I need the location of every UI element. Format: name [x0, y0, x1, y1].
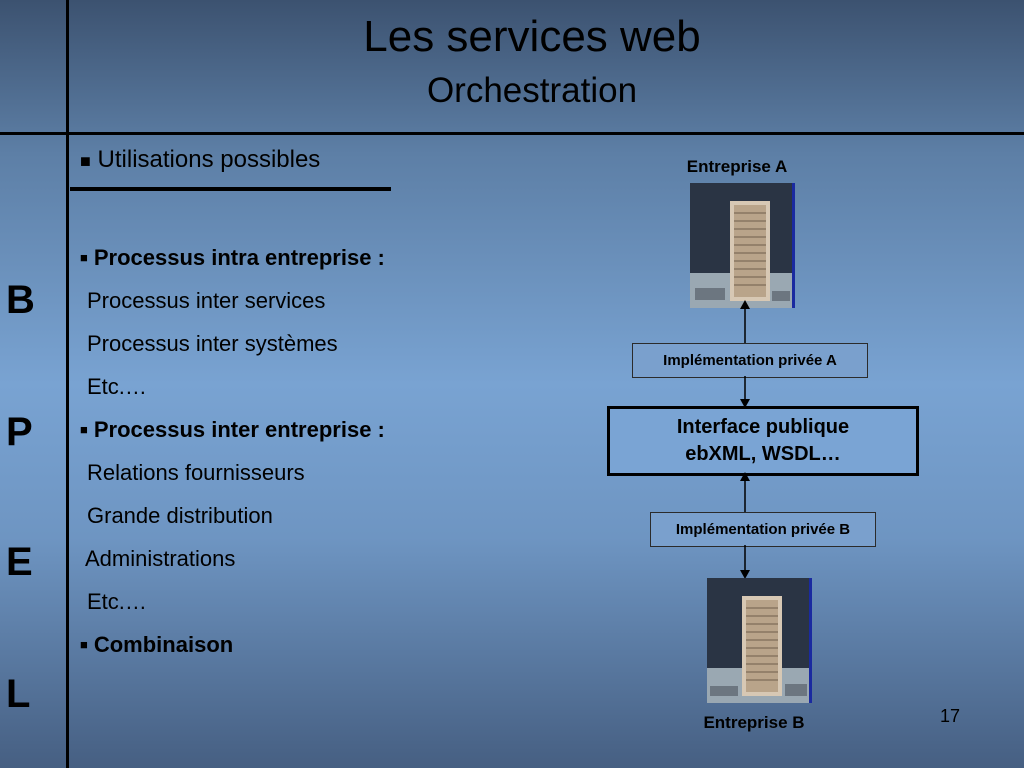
building-icon	[690, 183, 792, 308]
list-item: Grande distribution	[87, 503, 273, 528]
list-heading-intra: ■ Processus intra entreprise :	[80, 245, 385, 271]
side-letter-l: L	[6, 672, 31, 716]
list-heading-inter-label: Processus inter entreprise :	[93, 417, 385, 442]
building-a-image	[690, 183, 795, 308]
list-heading-combo: ■ Combinaison	[80, 632, 233, 658]
company-a-label: Entreprise A	[686, 157, 788, 176]
heading-underline	[70, 187, 391, 191]
small-square-bullet-icon: ■	[80, 422, 88, 437]
arrow-connector	[740, 376, 750, 408]
side-letter-e: E	[6, 540, 33, 584]
impl-b-box: Implémentation privée B	[650, 512, 876, 547]
square-bullet-icon: ■	[80, 151, 91, 171]
section-heading: ■ Utilisations possibles	[80, 146, 320, 174]
public-interface-box: Interface publique ebXML, WSDL…	[607, 406, 919, 476]
building-b-image	[707, 578, 812, 703]
list-item: Etc.…	[87, 374, 147, 399]
arrow-connector	[740, 472, 750, 512]
list-item: Processus inter services	[87, 288, 326, 313]
arrow-connector	[740, 300, 750, 344]
side-letter-b: B	[6, 278, 35, 322]
list-item: Relations fournisseurs	[87, 460, 305, 485]
list-item: Processus inter systèmes	[87, 331, 338, 356]
company-b-label: Entreprise B	[703, 713, 805, 732]
list-heading-combo-label: Combinaison	[93, 632, 234, 657]
building-icon	[707, 578, 809, 703]
list-item: Administrations	[85, 546, 236, 571]
arrow-connector	[740, 545, 750, 579]
vertical-divider	[66, 0, 69, 768]
public-interface-line2: ebXML, WSDL…	[685, 443, 841, 465]
public-interface-line1: Interface publique	[676, 416, 850, 438]
small-square-bullet-icon: ■	[80, 250, 88, 265]
list-item: Etc.…	[87, 589, 147, 614]
list-heading-inter: ■ Processus inter entreprise :	[80, 417, 385, 443]
small-square-bullet-icon: ■	[80, 637, 88, 652]
slide-subtitle: Orchestration	[426, 71, 638, 110]
list-heading-intra-label: Processus intra entreprise :	[93, 245, 385, 270]
slide-title: Les services web	[363, 12, 701, 61]
impl-a-box: Implémentation privée A	[632, 343, 868, 378]
side-letter-p: P	[6, 410, 33, 454]
horizontal-divider	[0, 132, 1024, 135]
page-number: 17	[939, 706, 961, 726]
section-heading-label: Utilisations possibles	[97, 146, 321, 173]
